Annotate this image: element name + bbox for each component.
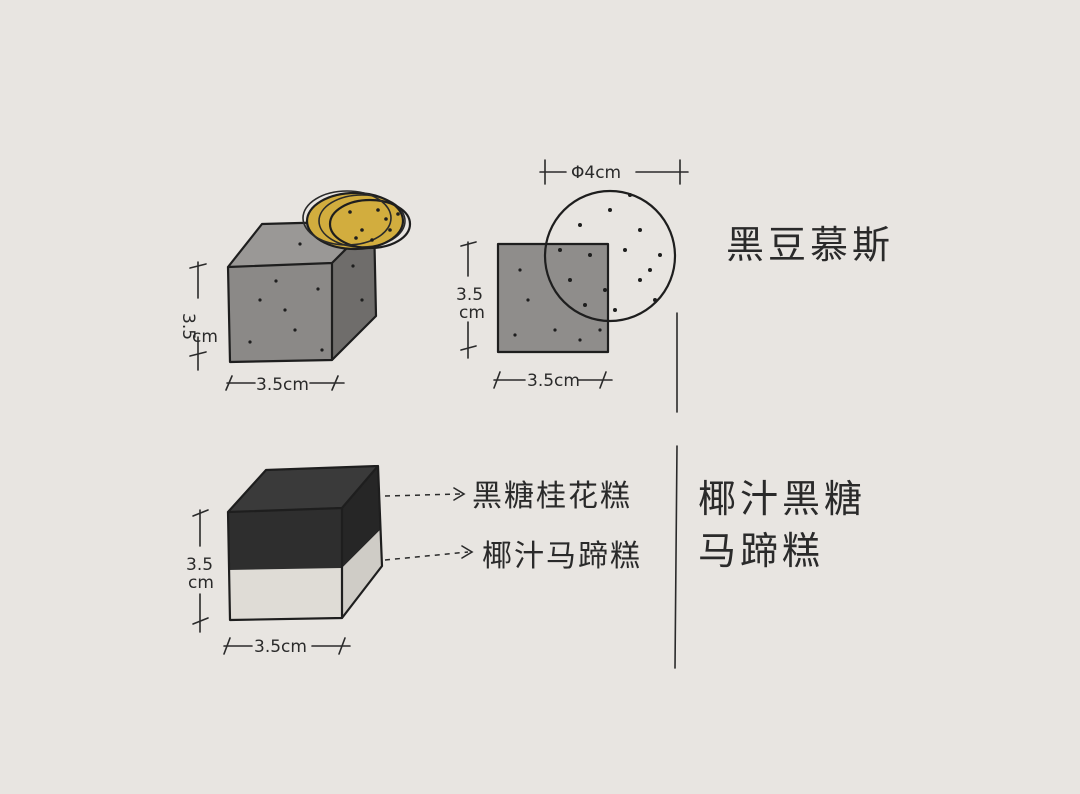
cake-width-dimension: 3.5cm: [223, 637, 351, 657]
cake-height-value: 3.5: [186, 555, 213, 575]
mousse-title: 黑豆慕斯: [726, 223, 894, 267]
layer-callouts: 黑糖桂花糕 椰汁马蹄糕: [384, 479, 642, 574]
mousse-top-view-disc: [543, 189, 677, 323]
mousse-topping-discs: [302, 190, 412, 251]
cake-height-unit: cm: [188, 573, 214, 593]
mousse-cube-side-face: [332, 221, 376, 360]
disc-diameter-label: Φ4cm: [571, 163, 621, 183]
disc-diameter-dimension: Φ4cm: [539, 159, 689, 185]
cake-side-lower-layer: [342, 530, 382, 618]
layered-cake-cube: [226, 464, 384, 622]
cake-title-line2: 马蹄糕: [698, 529, 824, 573]
top-view-height-value: 3.5: [456, 285, 483, 305]
vertical-divider-line: [674, 312, 678, 669]
cake-front-upper-layer: [228, 508, 342, 570]
cake-title-line1: 椰汁黑糖: [698, 477, 866, 521]
cake-side-upper-layer: [342, 466, 380, 568]
top-view-width-label: 3.5cm: [527, 371, 580, 391]
top-view-height-unit: cm: [459, 303, 485, 323]
mousse-height-value: 3.5: [178, 313, 198, 340]
mousse-width-label: 3.5cm: [256, 375, 309, 395]
mousse-cube-front-face: [228, 263, 332, 362]
top-view-width-dimension: 3.5cm: [493, 371, 613, 391]
mousse-top-view-square: [498, 244, 608, 352]
mousse-height-unit: cm: [192, 327, 218, 347]
cake-height-dimension: 3.5 cm: [186, 509, 214, 633]
top-view-height-dimension: 3.5 cm: [456, 241, 485, 359]
mousse-width-dimension: 3.5cm: [225, 375, 345, 395]
upper-layer-label: 黑糖桂花糕: [472, 479, 632, 514]
cake-top-face: [228, 466, 378, 512]
mousse-height-dimension: 3.5 cm: [178, 261, 218, 371]
mousse-top-view: [496, 189, 677, 354]
lower-layer-label: 椰汁马蹄糕: [482, 539, 642, 574]
cake-width-label: 3.5cm: [254, 637, 307, 657]
cake-front-lower-layer: [228, 568, 342, 620]
